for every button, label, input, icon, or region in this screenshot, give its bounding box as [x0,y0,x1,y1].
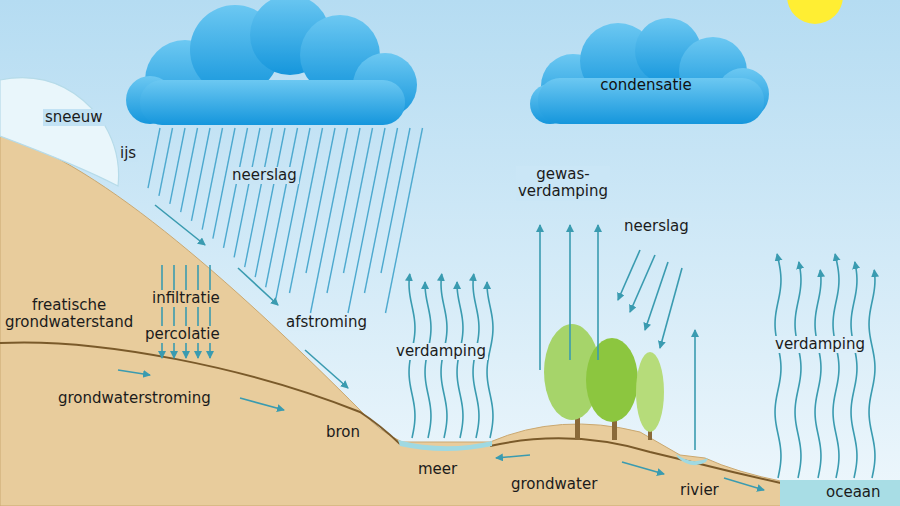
process-label: oceaan [824,484,883,501]
flow-arrow [618,250,640,300]
flow-arrow [209,265,211,358]
rain-streak [386,128,423,313]
flow-arrow [305,350,348,388]
process-label: bron [324,424,362,441]
flow-arrow [161,265,163,358]
cloud-shape [518,16,774,126]
flow-arrow [724,478,764,490]
rain-streak [327,128,360,293]
ocean-water [780,480,900,506]
process-label: neerslag [622,218,691,235]
flow-arrow [185,265,187,358]
flow-arrow [694,330,696,450]
flow-arrow [597,225,599,360]
flow-arrows [118,205,875,490]
flow-arrow [155,205,205,245]
process-label: ijs [118,145,138,162]
rain-streak [170,128,185,204]
rain-streak [290,128,323,293]
flow-arrow [496,455,530,458]
rain-streak [266,128,298,287]
process-label: percolatie [143,326,222,343]
rain-streak [306,128,335,273]
process-label: afstroming [284,314,369,331]
process-label: gewas- verdamping [516,166,610,201]
process-label: verdamping [394,343,488,360]
flow-arrow [569,225,571,360]
process-label: infiltratie [150,290,222,307]
flow-arrow [240,398,284,410]
flow-arrow [173,265,175,358]
evaporation-arrow [833,254,839,478]
flow-arrow [660,268,682,348]
flow-arrow [118,370,150,375]
land [0,135,900,506]
sun [787,0,843,24]
rain-streak [245,128,273,267]
rain-streak [159,128,173,196]
flow-arrow [197,265,199,358]
snow-ice-cap [0,78,119,186]
rain-streak [148,128,160,188]
flow-arrow [622,462,664,474]
rain-streak [365,128,398,293]
rain-streak [224,128,248,248]
evaporation-arrow [869,270,875,478]
flow-arrow [645,262,668,330]
river-water [676,454,708,465]
cloud-node: condensatie [518,16,774,126]
rain-streak [234,128,260,257]
cloud-label: condensatie [600,76,691,94]
rain-streak [202,128,222,230]
flow-arrow [238,268,278,305]
process-label: grondwater [509,476,599,493]
process-label: freatische grondwaterstand [3,297,135,332]
flow-arrow [539,225,541,370]
lake-water [398,440,492,451]
trees [544,324,664,440]
process-label: neerslag [230,167,299,184]
rain-cloud [126,0,417,125]
water-table-line [0,342,785,484]
process-label: verdamping [773,336,867,353]
rain-streak [381,128,410,273]
process-label: sneeuw [43,109,105,126]
evaporation-arrow [775,254,781,478]
process-label: grondwaterstroming [56,390,213,407]
process-label: meer [416,461,459,478]
rain-streak [255,128,285,277]
process-label: rivier [678,482,721,499]
evaporation-arrow [851,262,857,478]
rain-streak [344,128,373,273]
flow-arrow [630,255,655,312]
evaporation-arrow [795,262,801,478]
evaporation-arrow [815,270,821,478]
